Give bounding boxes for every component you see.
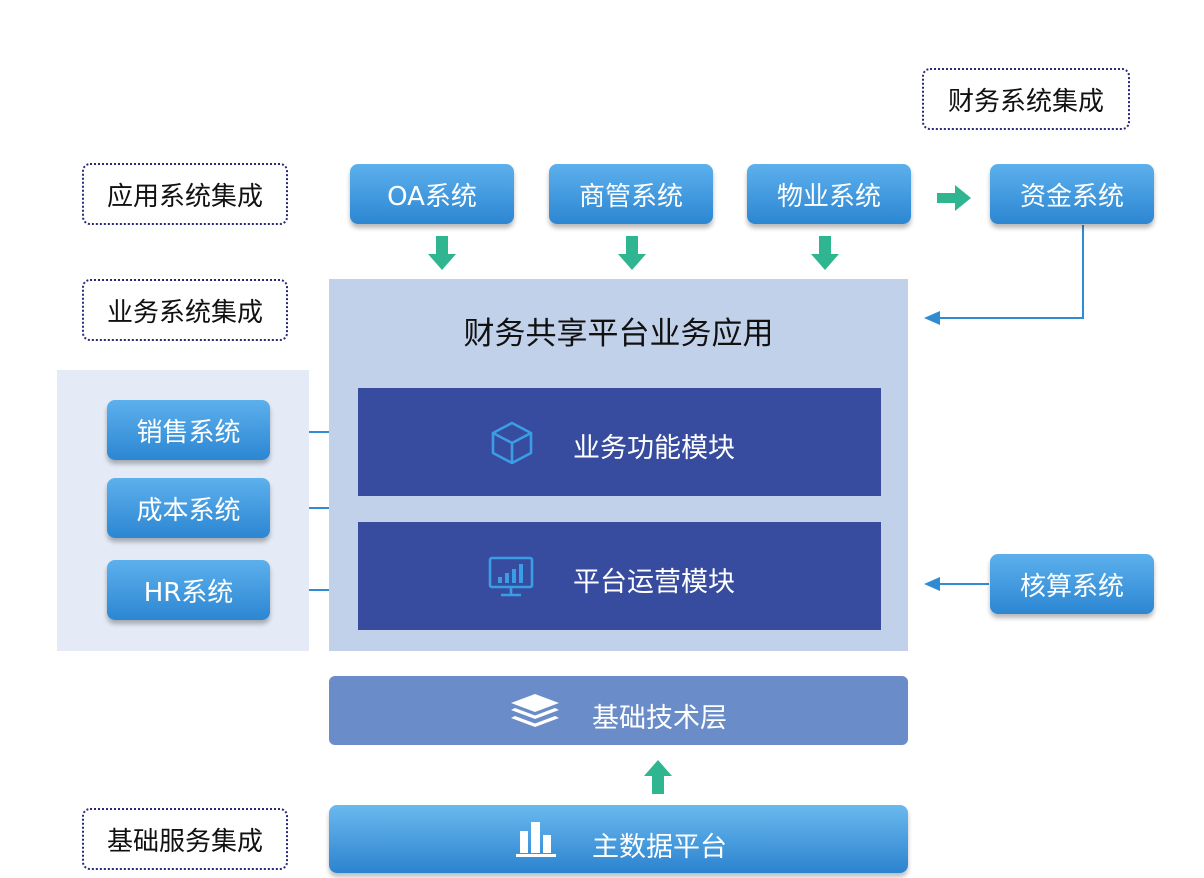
- arrow-down-wuye: [811, 236, 839, 270]
- arrow-left-fund: [924, 311, 940, 325]
- oa-system-button[interactable]: OA系统: [350, 164, 514, 224]
- biz-integration-label: 业务系统集成: [82, 279, 288, 341]
- shangguan-system-button[interactable]: 商管系统: [549, 164, 713, 224]
- arrow-down-shangguan: [618, 236, 646, 270]
- cube-icon: [491, 421, 533, 465]
- platform-operation-label: 平台运营模块: [573, 567, 735, 598]
- arrow-right-fund: [937, 185, 971, 211]
- layers-icon: [511, 694, 559, 727]
- sales-system-button[interactable]: 销售系统: [107, 400, 270, 460]
- master-data-label: 主数据平台: [592, 832, 727, 863]
- app-integration-label: 应用系统集成: [82, 163, 288, 225]
- hr-system-button[interactable]: HR系统: [107, 560, 270, 620]
- cost-system-button[interactable]: 成本系统: [107, 478, 270, 538]
- arrow-up-master: [644, 760, 672, 794]
- wuye-system-button[interactable]: 物业系统: [747, 164, 911, 224]
- accounting-system-button[interactable]: 核算系统: [990, 554, 1154, 614]
- fund-system-button[interactable]: 资金系统: [990, 164, 1154, 224]
- master-data-platform[interactable]: 主数据平台: [329, 805, 908, 873]
- business-function-module[interactable]: 业务功能模块: [358, 388, 881, 496]
- base-tech-layer[interactable]: 基础技术层: [329, 676, 908, 745]
- bar-chart-icon: [516, 822, 556, 857]
- fund-connector: [938, 225, 1084, 319]
- arrow-down-oa: [428, 236, 456, 270]
- base-tech-label: 基础技术层: [592, 703, 727, 734]
- monitor-chart-icon: [488, 556, 534, 597]
- base-integration-label: 基础服务集成: [82, 808, 288, 870]
- finance-integration-label: 财务系统集成: [922, 68, 1130, 130]
- down-arrows: [428, 185, 971, 794]
- platform-operation-module[interactable]: 平台运营模块: [358, 522, 881, 630]
- business-function-label: 业务功能模块: [573, 433, 735, 464]
- arrow-left-accounting: [924, 577, 940, 591]
- core-platform-title: 财务共享平台业务应用: [463, 316, 774, 352]
